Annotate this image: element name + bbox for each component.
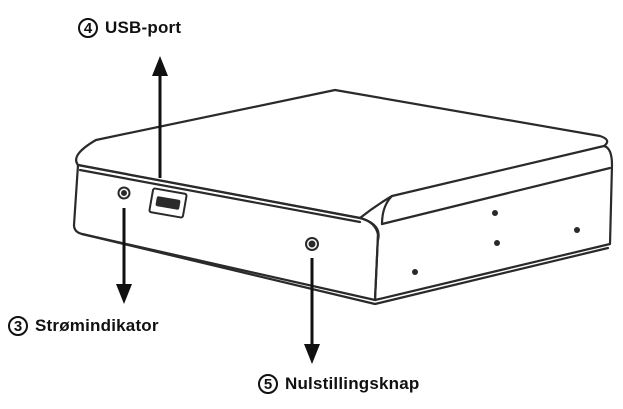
callout-number-badge: 4 xyxy=(78,18,98,38)
callout-number-badge: 3 xyxy=(8,316,28,336)
usb-port xyxy=(148,187,188,219)
callout-power-indicator: 3 Strømindikator xyxy=(8,316,159,336)
callout-label-power-indicator: Strømindikator xyxy=(35,316,159,335)
side-screws xyxy=(412,210,580,275)
power-led xyxy=(117,186,131,200)
device-front-face xyxy=(72,163,380,302)
callout-number-badge: 5 xyxy=(258,374,278,394)
reset-button xyxy=(305,237,319,251)
callout-label-usb-port: USB-port xyxy=(105,18,182,37)
callout-usb-port: 4 USB-port xyxy=(78,18,181,38)
callout-reset-button: 5 Nulstillingsknap xyxy=(258,374,420,394)
device-top-surface xyxy=(75,88,609,220)
callout-label-reset-button: Nulstillingsknap xyxy=(285,374,420,393)
device-side-face xyxy=(373,144,614,302)
